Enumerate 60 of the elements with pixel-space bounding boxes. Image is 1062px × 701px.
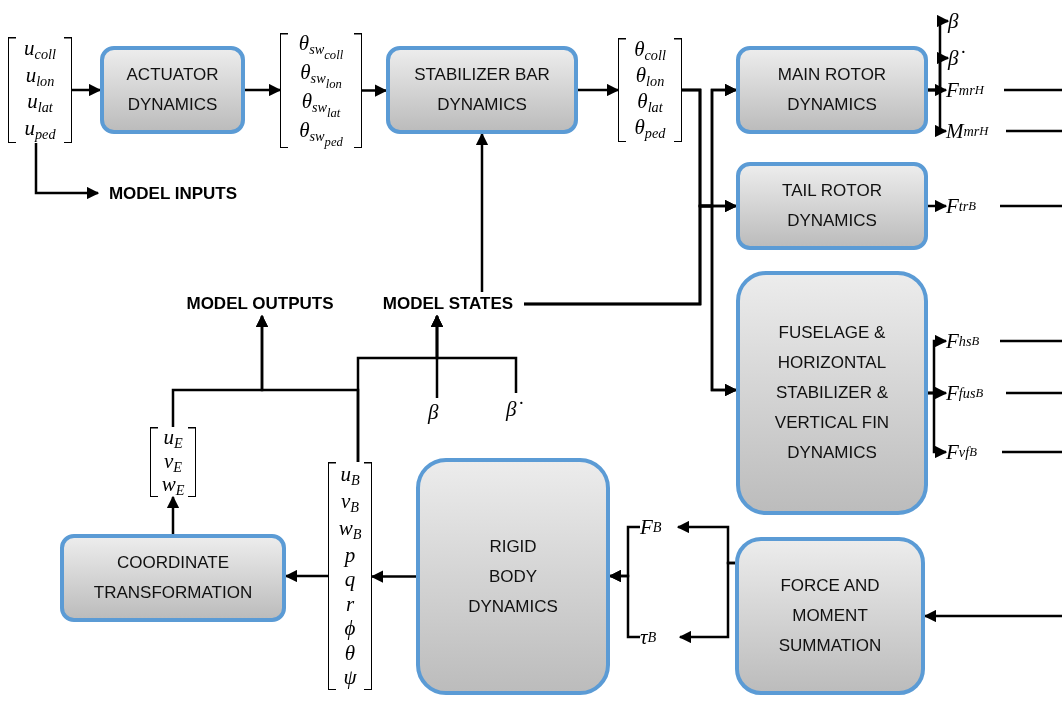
box-label: FORCE AND MOMENT SUMMATION <box>777 575 883 657</box>
arrow <box>370 570 416 583</box>
process-box <box>736 46 928 134</box>
arrow <box>608 569 640 639</box>
box-label: MAIN ROTOR DYNAMICS <box>776 64 888 116</box>
arrow <box>928 199 948 213</box>
arrow <box>34 143 100 200</box>
vector-entry: θ$_{ped}$ <box>634 117 666 141</box>
vector-entry: q <box>344 569 356 591</box>
process-box <box>736 271 928 515</box>
arrow <box>245 83 282 97</box>
process-box <box>736 162 928 250</box>
arrow <box>578 83 620 97</box>
arrow <box>430 314 518 393</box>
vector-entry: θ$_{lat}$ <box>637 91 663 115</box>
annotation-label: MODEL OUTPUTS <box>172 292 348 316</box>
math-symbol: β̇ <box>948 42 978 74</box>
arrow <box>524 204 738 397</box>
vector-entry: u$_{lon}$ <box>25 64 55 89</box>
vector-entry: u$_{ped}$ <box>24 117 56 142</box>
arrow <box>362 84 388 97</box>
arrow <box>166 495 180 534</box>
arrow <box>923 609 1062 623</box>
vector-entry: θ$_{coll}$ <box>634 39 666 63</box>
box-label: COORDINATE TRANSFORMATION <box>92 552 254 604</box>
vector-entry: u$_{coll}$ <box>24 38 56 63</box>
process-box <box>416 458 610 695</box>
process-box <box>60 534 286 622</box>
vector-entry: θ$_{lon}$ <box>635 65 665 89</box>
annotation-label: MODEL STATES <box>372 292 524 316</box>
arrow <box>928 391 948 459</box>
vector-entry: u$_{B}$ <box>340 463 360 488</box>
math-symbol: β <box>428 398 446 426</box>
vector-entry: ϕ <box>344 618 356 640</box>
math-symbol: β̇ <box>506 393 526 426</box>
math-symbol: β <box>948 8 978 34</box>
vector-entry: ψ <box>343 667 357 689</box>
arrow <box>284 569 328 583</box>
arrow <box>72 83 102 97</box>
process-box <box>386 46 578 134</box>
box-label: TAIL ROTOR DYNAMICS <box>781 180 883 232</box>
vector-entry: w$_{B}$ <box>338 517 362 542</box>
vector-entry: v$_{B}$ <box>340 490 359 515</box>
vector-entry: θ <box>344 642 356 664</box>
vector-entry: v$_{E}$ <box>163 450 182 475</box>
box-label: STABILIZER BAR DYNAMICS <box>413 64 551 116</box>
annotation-label: MODEL INPUTS <box>98 182 248 206</box>
arrow <box>928 88 948 138</box>
process-box <box>100 46 245 134</box>
vector-entry: u$_{E}$ <box>163 427 183 451</box>
arrow <box>678 561 735 644</box>
box-label: ACTUATOR DYNAMICS <box>125 64 220 116</box>
vector-entry: u$_{lat}$ <box>27 91 53 116</box>
process-box <box>735 537 925 695</box>
vector-entry: p <box>344 544 356 566</box>
vector-entry: r <box>345 593 355 615</box>
arrow <box>475 132 489 292</box>
vector-entry: w$_{E}$ <box>161 474 185 498</box>
box-label: FUSELAGE & HORIZONTAL STABILIZER & VERTICAL FIN DYNAMICS <box>773 322 891 464</box>
box-label: RIGID BODY DYNAMICS <box>467 535 559 618</box>
